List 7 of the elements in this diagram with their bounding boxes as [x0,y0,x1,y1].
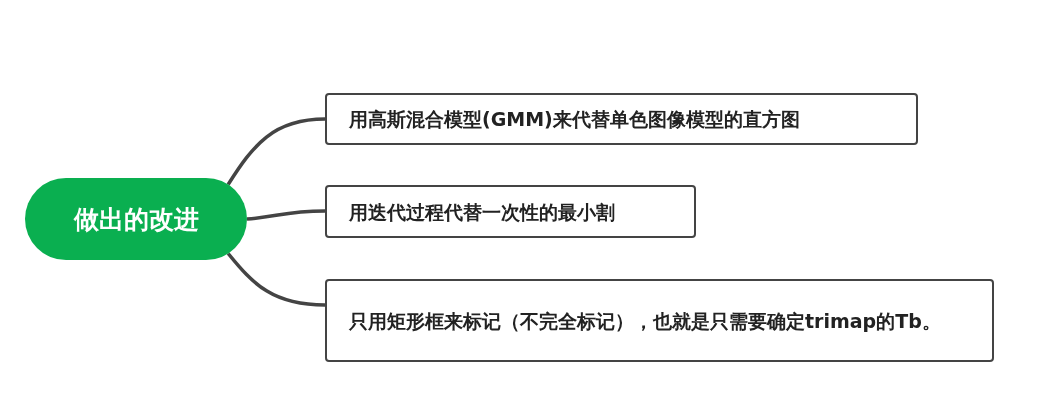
topic-pill: 做出的改进 [25,178,247,260]
connector-line [226,117,326,186]
text-box: 用迭代过程代替一次性的最小割 [325,185,696,238]
connector-line [246,209,326,221]
connector-line [226,252,326,307]
text-box: 只用矩形框来标记（不完全标记），也就是只需要确定trimap的Tb。 [325,279,994,362]
text-box: 用高斯混合模型(GMM)来代替单色图像模型的直方图 [325,93,918,145]
